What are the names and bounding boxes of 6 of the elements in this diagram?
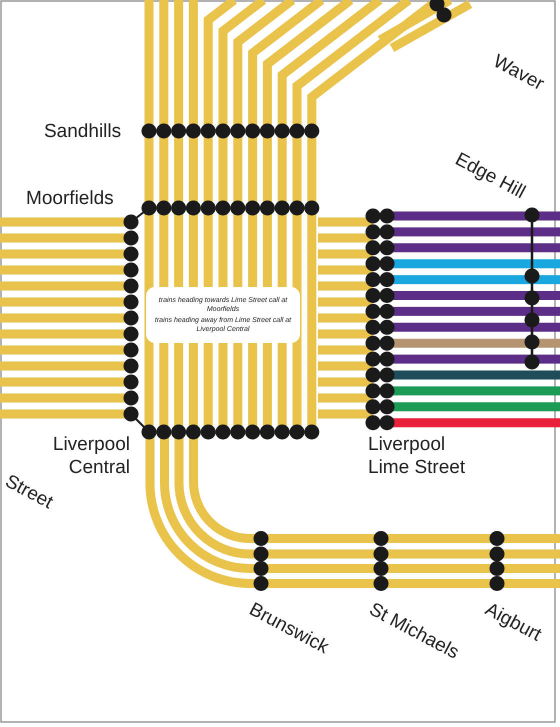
- station-label: Edge Hill: [451, 148, 530, 204]
- station-label: Sandhills: [44, 120, 122, 143]
- station-label: Liverpool Lime Street: [368, 433, 466, 479]
- station-label: Moorfields: [26, 187, 114, 210]
- station-label: Liverpool Central: [52, 433, 130, 478]
- note-box: [146, 287, 300, 343]
